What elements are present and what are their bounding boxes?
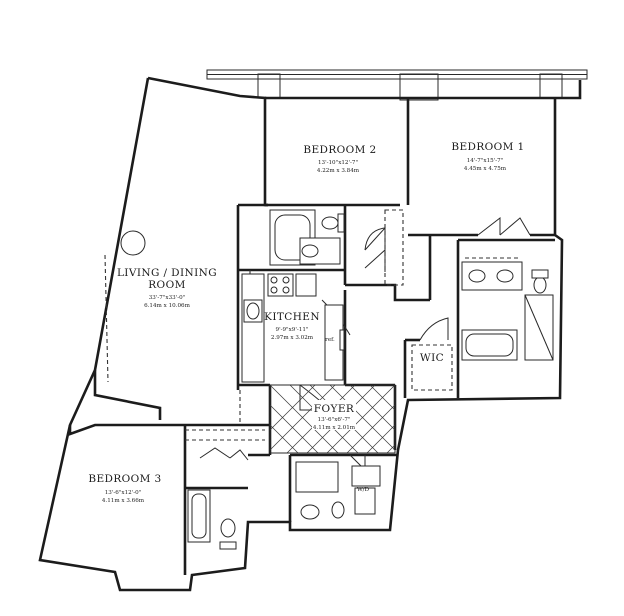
foyer-outline: [269, 384, 396, 454]
label-bedroom-1: BEDROOM 1 14'-7"x15'-7" 4.45m x 4.75m: [451, 141, 524, 172]
label-living-dining: LIVING / DINING ROOM 33'-7"x33'-0" 6.14m…: [117, 267, 217, 309]
bedroom-1-name: BEDROOM 1: [451, 141, 524, 153]
bedroom-1-dims: 14'-7"x15'-7": [467, 158, 504, 164]
lower-bath-fixtures: [187, 461, 381, 550]
bath-2-fixtures: [269, 209, 345, 266]
washer-dryer-label: W/D: [357, 487, 370, 493]
kitchen-name: KITCHEN: [264, 311, 320, 323]
bedroom-3-dims-metric: 4.11m x 3.66m: [102, 498, 145, 504]
living-dims: 33'-7"x33'-0": [149, 295, 186, 301]
refrigerator-label: ref.: [325, 337, 335, 343]
foyer-dims: 13'-6"x6'-7": [318, 417, 351, 423]
bedroom-2-dims: 13'-10"x12'-7": [318, 160, 358, 166]
living-dims-metric: 6.14m x 10.06m: [144, 303, 190, 309]
bedroom-3-dims: 13'-6"x12'-0": [105, 490, 142, 496]
label-bedroom-2: BEDROOM 2 13'-10"x12'-7" 4.22m x 3.84m: [303, 144, 376, 174]
living-name-line-1: LIVING / DINING: [117, 267, 217, 279]
bedroom-1-dims-metric: 4.45m x 4.75m: [464, 166, 507, 172]
wic-name: WIC: [420, 352, 444, 364]
kitchen-dims: 9'-9"x9'-11": [276, 327, 309, 333]
bedroom-2-dims-metric: 4.22m x 3.84m: [317, 168, 360, 174]
window-strip: [206, 69, 588, 101]
label-bedroom-3: BEDROOM 3 13'-6"x12'-0" 4.11m x 3.66m: [88, 473, 161, 504]
foyer-dims-metric: 4.11m x 2.01m: [313, 425, 356, 431]
bedroom-2-name: BEDROOM 2: [303, 144, 376, 156]
label-foyer: FOYER 13'-6"x6'-7" 4.11m x 2.01m: [312, 400, 356, 431]
label-kitchen: KITCHEN 9'-9"x9'-11" 2.97m x 3.02m ref.: [264, 311, 335, 343]
kitchen-dims-metric: 2.97m x 3.02m: [271, 335, 314, 341]
foyer-name: FOYER: [314, 403, 355, 415]
round-column: [120, 230, 146, 256]
bath-1-fixtures: [461, 261, 554, 361]
foyer-tile-pattern: [270, 385, 395, 453]
kitchen-fixtures: [241, 273, 345, 383]
bedroom-3-name: BEDROOM 3: [88, 473, 161, 485]
label-wic: WIC: [420, 352, 444, 364]
living-name-line-2: ROOM: [148, 279, 185, 291]
